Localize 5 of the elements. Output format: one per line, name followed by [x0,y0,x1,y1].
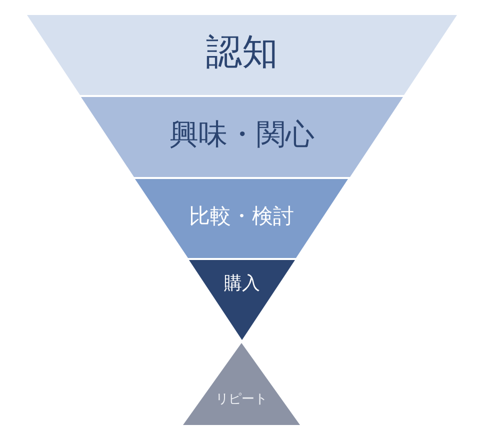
stage-label: 興味・関心 [170,119,314,151]
stage-label: 認知 [206,33,278,73]
stage-label: 購入 [224,274,260,294]
stage-label: リピート [216,393,268,408]
stage-label: 比較・検討 [189,205,294,228]
